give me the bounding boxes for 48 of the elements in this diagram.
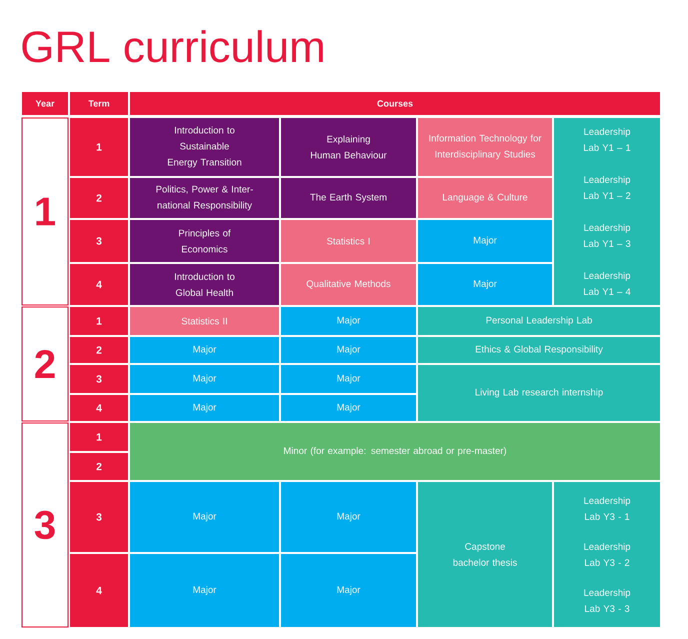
course-cell: Leadership Lab Y1 – 1 Leadership Lab Y1 – 2 Leadership Lab Y1 – 3 Leadership Lab Y1 – 4 bbox=[554, 118, 660, 305]
course-cell: Statistics II bbox=[130, 307, 279, 335]
course-cell: Major bbox=[281, 394, 416, 421]
year-cell: 1 bbox=[22, 118, 68, 306]
course-cell: Explaining Human Behaviour bbox=[281, 118, 416, 176]
course-cell: Major bbox=[130, 364, 279, 393]
course-cell: Major bbox=[418, 220, 552, 262]
term-cell: 4 bbox=[70, 554, 128, 627]
term-cell: 1 bbox=[70, 422, 128, 451]
course-cell: Major bbox=[281, 482, 416, 552]
course-cell: Principles of Economics bbox=[130, 220, 279, 262]
term-cell: 2 bbox=[70, 452, 128, 480]
term-cell: 1 bbox=[70, 118, 128, 176]
title: GRL curriculum bbox=[22, 30, 323, 62]
term-cell: 3 bbox=[70, 364, 128, 393]
course-cell: Introduction to Global Health bbox=[130, 264, 279, 305]
course-cell: Major bbox=[130, 394, 279, 421]
year-cell: 3 bbox=[22, 422, 68, 628]
course-cell: Leadership Lab Y3 - 1 Leadership Lab Y3 - 2 Leadership Lab Y3 - 3 bbox=[554, 482, 660, 627]
term-cell: 3 bbox=[70, 220, 128, 262]
header-cell: Courses bbox=[130, 92, 660, 115]
course-cell: Introduction to Sustainable Energy Transition bbox=[130, 118, 279, 176]
header-cell: Term bbox=[70, 92, 128, 115]
course-cell: Language & Culture bbox=[418, 178, 552, 218]
course-cell: Minor (for example: semester abroad or pre-master) bbox=[130, 422, 660, 480]
course-cell: Qualitative Methods bbox=[281, 264, 416, 305]
course-cell: Information Technology for Interdisciplinary Studies bbox=[418, 118, 552, 176]
course-cell: Major bbox=[281, 364, 416, 393]
term-cell: 1 bbox=[70, 307, 128, 335]
term-cell: 2 bbox=[70, 178, 128, 218]
year-cell: 2 bbox=[22, 306, 68, 422]
term-cell: 4 bbox=[70, 394, 128, 421]
course-cell: Major bbox=[281, 336, 416, 363]
course-cell: Ethics & Global Responsibility bbox=[418, 336, 660, 363]
course-cell: Major bbox=[130, 482, 279, 552]
course-cell: Capstone bachelor thesis bbox=[418, 482, 552, 627]
course-cell: Politics, Power & Inter-national Responsibility bbox=[130, 178, 279, 218]
term-cell: 2 bbox=[70, 336, 128, 363]
course-cell: The Earth System bbox=[281, 178, 416, 218]
course-cell: Statistics I bbox=[281, 220, 416, 262]
course-cell: Major bbox=[281, 307, 416, 335]
header-cell: Year bbox=[22, 92, 68, 115]
course-cell: Major bbox=[281, 554, 416, 627]
course-cell: Personal Leadership Lab bbox=[418, 307, 660, 335]
course-cell: Major bbox=[418, 264, 552, 305]
course-cell: Major bbox=[130, 554, 279, 627]
term-cell: 4 bbox=[70, 264, 128, 305]
course-cell: Major bbox=[130, 336, 279, 363]
